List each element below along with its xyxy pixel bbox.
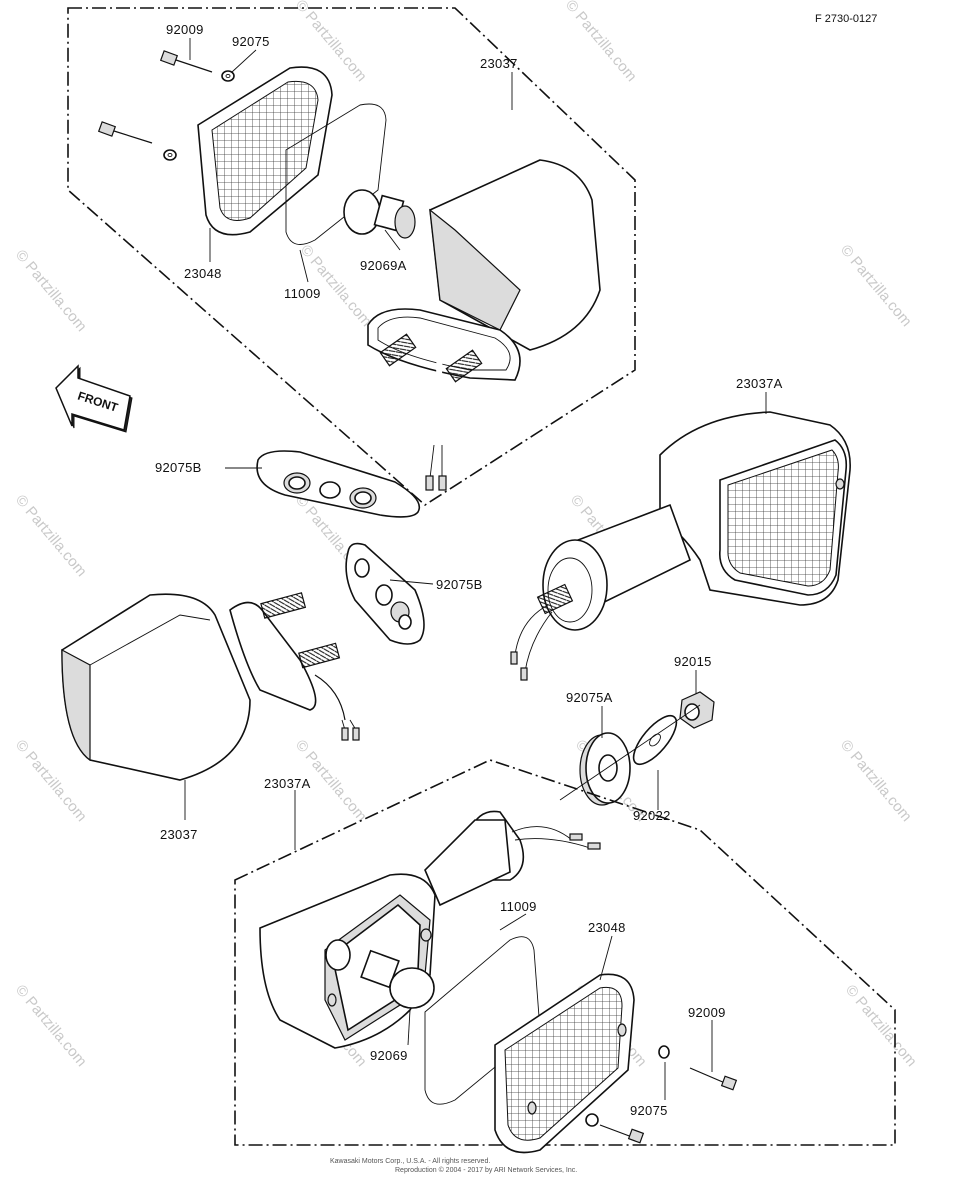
bottom-turn-signal — [259, 810, 525, 1049]
watermark: © Partzilla.com — [12, 492, 90, 580]
bottom-screw-lower — [599, 1124, 645, 1144]
part-label-23037-top: 23037 — [480, 56, 518, 71]
mounting-axis-line — [559, 704, 701, 801]
watermark: © Partzilla.com — [12, 982, 90, 1070]
copyright-line-2: Reproduction © 2004 - 2017 by ARI Networ… — [395, 1166, 577, 1174]
bottom-turn-signal-wires — [511, 826, 601, 850]
part-label-23037a-bottom: 23037A — [264, 776, 311, 791]
left-turn-signal-wires — [314, 674, 360, 741]
right-turn-signal — [536, 411, 851, 631]
leader-lines — [184, 38, 767, 1100]
nut-92015 — [679, 691, 715, 729]
top-screw-lower — [97, 121, 153, 144]
top-assembly-outline — [67, 7, 636, 506]
top-housing — [367, 159, 601, 381]
part-label-23037-left: 23037 — [160, 827, 198, 842]
bottom-lens — [494, 973, 635, 1154]
top-screw-upper — [159, 50, 213, 73]
top-stud-left — [379, 333, 417, 367]
part-label-92075a: 92075A — [566, 690, 613, 705]
left-turn-signal — [61, 592, 341, 781]
part-label-23048-bottom: 23048 — [588, 920, 626, 935]
part-label-92069: 92069 — [370, 1048, 408, 1063]
grommet-92075a — [579, 732, 631, 806]
part-label-92009-top: 92009 — [166, 22, 204, 37]
grommet-92075b-lower — [345, 542, 425, 645]
watermark: © Partzilla.com — [562, 0, 640, 85]
part-label-11009-bottom: 11009 — [500, 899, 537, 914]
top-lens — [197, 66, 333, 236]
watermark: © Partzilla.com — [842, 982, 920, 1070]
top-washer-upper — [221, 70, 235, 82]
part-label-92069a: 92069A — [360, 258, 407, 273]
bottom-washer-upper — [658, 1045, 670, 1059]
watermark: © Partzilla.com — [12, 247, 90, 335]
part-label-92075-bottom: 92075 — [630, 1103, 668, 1118]
top-stud-right — [445, 349, 483, 383]
part-label-11009-top: 11009 — [284, 286, 321, 301]
washer-92022 — [632, 714, 678, 766]
top-gasket — [285, 103, 387, 245]
bottom-screw-upper — [689, 1067, 738, 1091]
top-washer-lower — [163, 149, 177, 161]
bottom-washer-lower — [585, 1113, 599, 1127]
part-label-92075-top: 92075 — [232, 34, 270, 49]
front-arrow-icon: FRONT — [55, 364, 133, 433]
part-label-92009-bottom: 92009 — [688, 1005, 726, 1020]
diagram-code: F 2730-0127 — [815, 13, 877, 25]
watermark: © Partzilla.com — [837, 242, 915, 330]
part-label-23048-top: 23048 — [184, 266, 222, 281]
copyright-line-1: Kawasaki Motors Corp., U.S.A. - All righ… — [330, 1158, 490, 1165]
top-wire — [425, 344, 447, 491]
part-label-92022: 92022 — [633, 808, 671, 823]
grommet-92075b-upper — [256, 450, 420, 518]
part-label-23037a-right: 23037A — [736, 376, 783, 391]
watermark: © Partzilla.com — [12, 737, 90, 825]
right-turn-signal-wires — [510, 604, 553, 681]
bottom-bulb — [360, 949, 435, 1009]
bottom-assembly-outline — [234, 759, 896, 1146]
top-bulb — [343, 189, 416, 239]
part-label-92075b-upper: 92075B — [155, 460, 202, 475]
part-label-92015: 92015 — [674, 654, 712, 669]
part-labels: 92009 92075 23037 23048 92069A 11009 230… — [155, 22, 783, 1118]
part-label-92075b-lower: 92075B — [436, 577, 483, 592]
watermark: © Partzilla.com — [837, 737, 915, 825]
